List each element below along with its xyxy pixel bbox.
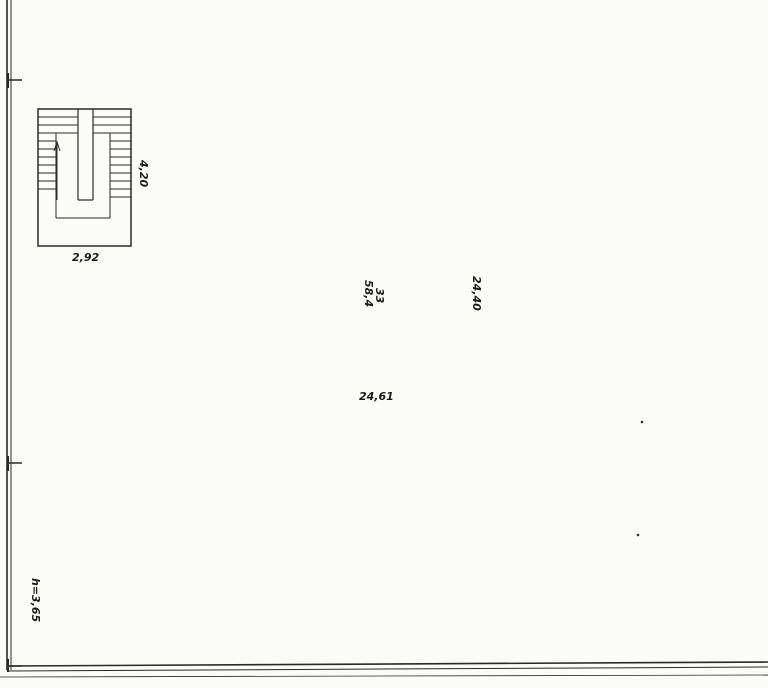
area-a-label-line1: 33 xyxy=(373,288,386,304)
wall-marks xyxy=(7,73,22,672)
stair-symbol xyxy=(37,108,132,247)
area-c-label: 24,61 xyxy=(359,390,394,403)
scan-specks xyxy=(636,420,644,537)
area-a-label-line2: 58,4 xyxy=(362,280,375,307)
stair-width-label: 2,92 xyxy=(72,251,99,264)
ceiling-height-label: h=3,65 xyxy=(29,578,42,623)
area-b-label: 24,40 xyxy=(470,276,483,311)
stair-length-label: 4,20 xyxy=(137,159,150,187)
